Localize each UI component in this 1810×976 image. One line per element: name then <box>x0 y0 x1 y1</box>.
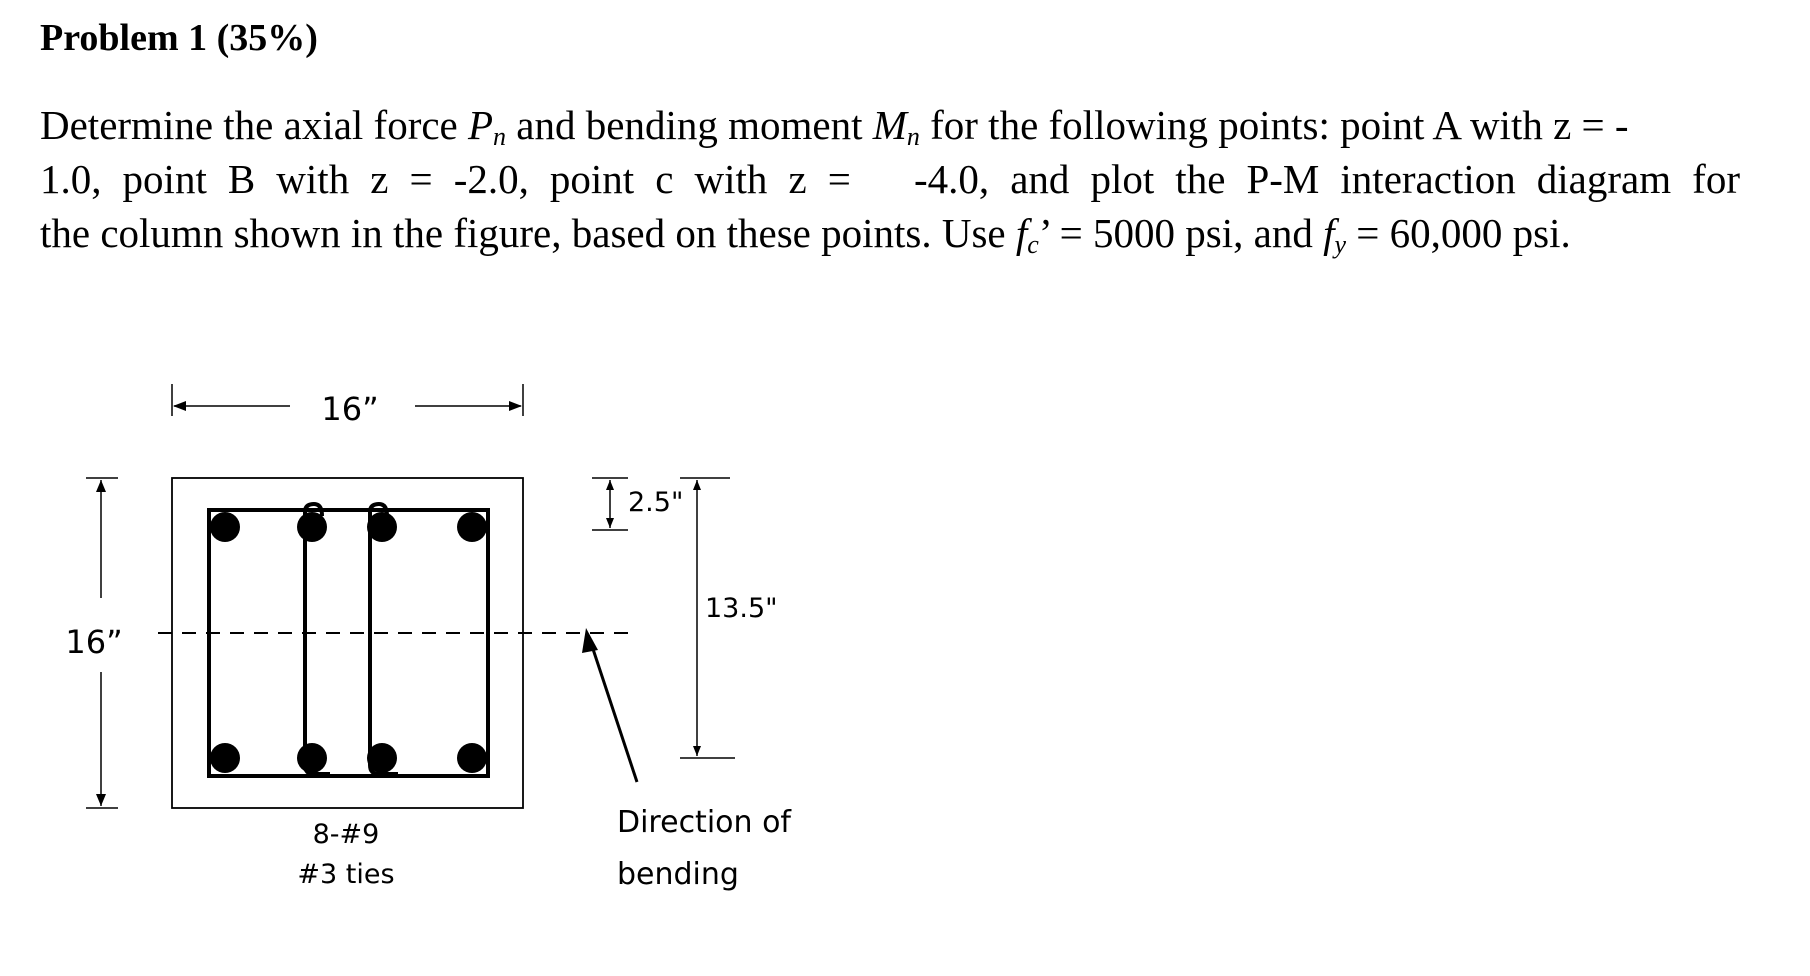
outer-tie <box>207 508 490 778</box>
fc-symbol: fc <box>1015 210 1039 259</box>
ties-label: #3 ties <box>297 859 394 890</box>
cover-dim-arrow-top <box>606 480 614 490</box>
column-section-figure: 16” 16” 2. <box>65 384 792 892</box>
width-dim-arrow-right <box>509 401 522 411</box>
bending-moment-symbol: Mn <box>872 102 920 151</box>
width-dimension: 16” <box>171 384 524 428</box>
depth-dim-arrow-top <box>693 480 701 490</box>
direction-label-line1: Direction of <box>617 805 792 840</box>
statement-line-3: the column shown in the figure, based on… <box>40 210 1571 259</box>
cover-dimension: 2.5" <box>592 477 683 531</box>
height-dim-arrow-bottom <box>96 794 106 806</box>
statement-line-1: Determine the axial force Pn and bending… <box>40 102 1629 151</box>
direction-label-line2: bending <box>617 857 739 892</box>
rebar-bottom-4 <box>457 743 487 773</box>
depth-label: 13.5" <box>705 593 778 624</box>
direction-arrow-head <box>582 628 598 653</box>
cover-label: 2.5" <box>628 487 683 518</box>
width-dim-arrow-left <box>173 401 186 411</box>
depth-dim-arrow-bottom <box>693 746 701 756</box>
axial-force-symbol: Pn <box>468 102 507 151</box>
height-label: 16” <box>65 623 122 661</box>
rebar-top-1 <box>210 512 240 542</box>
width-label: 16” <box>321 390 378 428</box>
rebar-bottom-1 <box>210 743 240 773</box>
rebar-top-3 <box>367 512 397 542</box>
depth-dimension: 13.5" <box>680 477 778 759</box>
rebar-bottom-2 <box>297 743 327 773</box>
height-dimension: 16” <box>65 477 123 809</box>
longitudinal-bars <box>210 512 487 773</box>
height-dim-arrow-top <box>96 480 106 492</box>
problem-statement: Determine the axial force Pn and bending… <box>40 98 1740 260</box>
concrete-section-outline <box>171 477 524 809</box>
crosstie-right <box>368 501 398 776</box>
statement-line-2: 1.0, point B with z = -2.0, point c with… <box>40 156 1740 202</box>
direction-arrow-shaft <box>590 645 639 783</box>
rebar-top-4 <box>457 512 487 542</box>
bars-label: 8-#9 <box>313 819 380 850</box>
fy-symbol: fy <box>1323 210 1347 259</box>
cover-dim-arrow-bottom <box>606 518 614 528</box>
rebar-bottom-3 <box>367 743 397 773</box>
crosstie-left <box>303 501 330 776</box>
rebar-top-2 <box>297 512 327 542</box>
problem-title: Problem 1 (35%) <box>40 17 318 59</box>
